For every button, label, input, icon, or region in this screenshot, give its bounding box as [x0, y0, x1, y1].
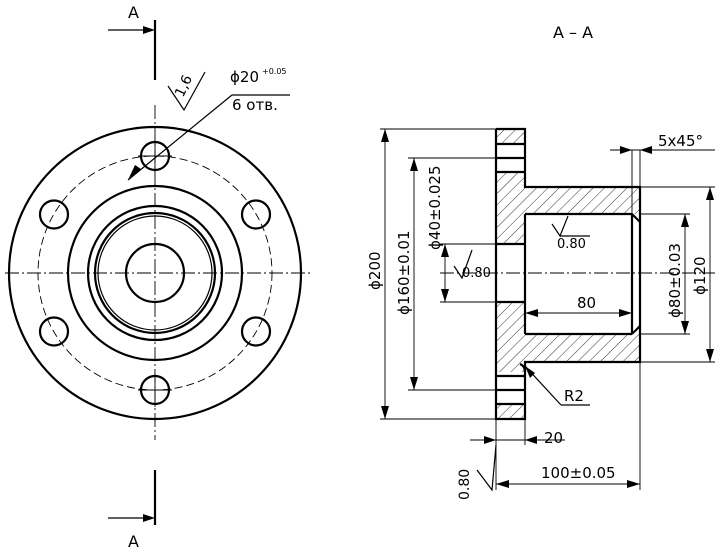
dim-radius: R2	[564, 387, 584, 405]
dim-outer-diameter: ϕ200	[366, 251, 384, 290]
roughness-bore-value: 0.80	[462, 266, 491, 281]
hole-tolerance: +0.05	[262, 67, 287, 76]
dim-chamfer: 5x45°	[658, 132, 703, 150]
hatch-lower-body	[496, 302, 640, 372]
dim-depth: 80	[577, 294, 596, 312]
hatch-upper-body	[496, 172, 640, 244]
bolt-holes	[38, 139, 272, 407]
dim-flange-thickness: 20	[544, 429, 563, 447]
roughness-symbol-front: 1,6	[167, 71, 206, 112]
section-mark-bottom: A	[108, 470, 157, 548]
bore-circle	[124, 242, 186, 304]
roughness-symbol-bore: 0.80	[453, 249, 491, 281]
hole-diameter: ϕ20	[230, 68, 259, 86]
hub-outer-circle	[66, 184, 244, 362]
dim-bore: ϕ40±0.025	[426, 166, 444, 251]
hatch-top	[496, 129, 525, 144]
section-label-top: A	[128, 3, 139, 22]
section-title: A – A	[553, 23, 593, 42]
dim-bolt-circle: ϕ160±0.01	[395, 231, 413, 316]
section-view: ϕ200 ϕ160±0.01 ϕ40±0.025 ϕ80±0.03 ϕ120 5…	[366, 127, 715, 500]
dim-hub-diameter: ϕ120	[691, 256, 709, 295]
roughness-symbol-inner: 0.80	[551, 215, 590, 252]
roughness-symbol-face: 0.80	[457, 444, 497, 500]
dim-length: 100±0.05	[541, 464, 616, 482]
flange-outer-circle	[7, 125, 303, 421]
dim-inner-diameter: ϕ80±0.03	[666, 243, 684, 318]
roughness-face-value: 0.80	[457, 469, 473, 500]
section-mark-top: A	[108, 3, 157, 80]
hole-count: 6 отв.	[232, 96, 278, 114]
section-label-bottom: A	[128, 532, 139, 548]
hatch-bottom	[496, 404, 525, 419]
front-view: ϕ20 +0.05 6 отв. 1,6	[5, 67, 310, 440]
roughness-inner-value: 0.80	[557, 237, 586, 252]
